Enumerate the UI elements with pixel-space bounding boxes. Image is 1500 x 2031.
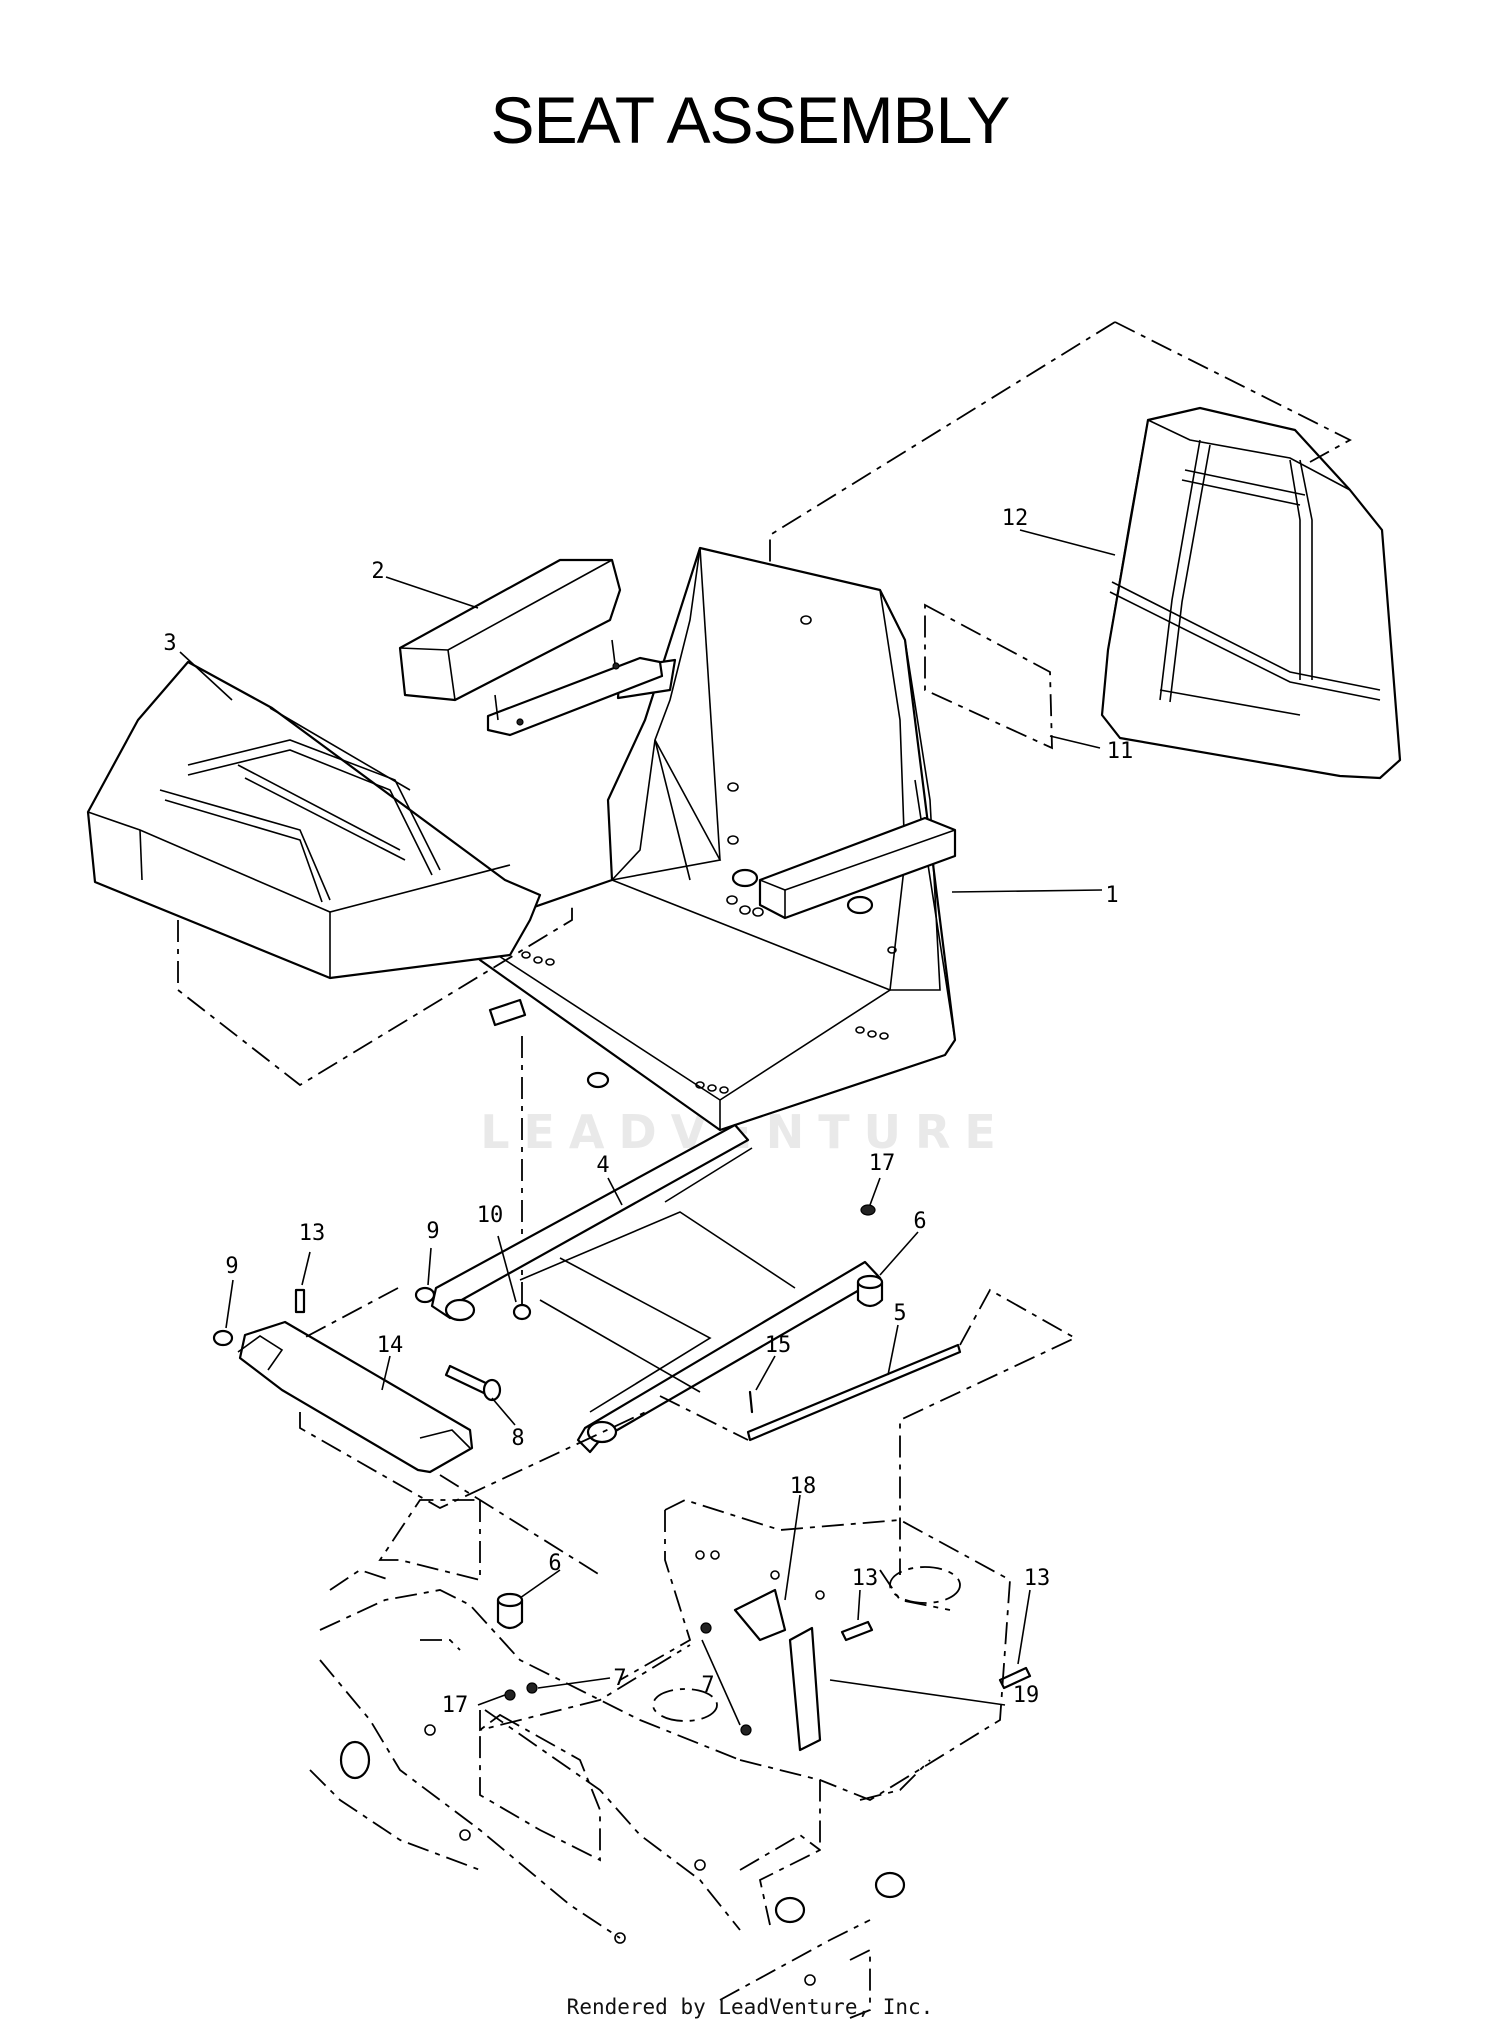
callout-6-upper: 6 — [913, 1209, 926, 1234]
callout-1: 1 — [1105, 883, 1118, 908]
callout-15: 15 — [765, 1333, 792, 1358]
callout-14: 14 — [377, 1333, 404, 1358]
callout-13-right: 13 — [1024, 1566, 1051, 1591]
page-title: SEAT ASSEMBLY — [490, 83, 1011, 157]
callout-18: 18 — [790, 1474, 817, 1499]
callout-6-lower: 6 — [548, 1551, 561, 1576]
mower-chassis-dashed — [309, 1474, 1011, 2019]
callout-17-upper: 17 — [869, 1151, 896, 1176]
callout-19: 19 — [1013, 1683, 1040, 1708]
hardware-fasteners — [212, 1204, 1032, 1736]
guide-lines-upper — [769, 321, 1352, 750]
callout-12: 12 — [1002, 506, 1029, 531]
callout-13-middle: 13 — [852, 1566, 879, 1591]
callout-7-right: 7 — [613, 1666, 626, 1691]
callout-3: 3 — [163, 631, 176, 656]
part-2-armrest-pad — [398, 558, 664, 737]
callout-13-left: 13 — [299, 1221, 326, 1246]
callout-10: 10 — [477, 1203, 504, 1228]
callout-labels: 12 2 3 1 11 4 17 6 5 15 10 9 9 13 14 8 1… — [163, 506, 1133, 1718]
callout-11: 11 — [1107, 739, 1134, 764]
callout-2: 2 — [371, 559, 384, 584]
callout-9-right: 9 — [426, 1219, 439, 1244]
part-18-19-mount-plate — [733, 1588, 822, 1752]
part-3-seat-cushion — [86, 660, 542, 980]
callout-7-left: 7 — [701, 1673, 714, 1698]
leader-lines — [179, 529, 1116, 1726]
callout-8: 8 — [511, 1426, 524, 1451]
footer-credit: Rendered by LeadVenture, Inc. — [566, 1995, 934, 2019]
part-4-slide-rails — [430, 1123, 882, 1454]
callout-4: 4 — [596, 1153, 609, 1178]
part-12-backrest-cushion — [1100, 406, 1402, 780]
callout-9-left: 9 — [225, 1254, 238, 1279]
part-14-pivot-bracket — [237, 1287, 651, 1510]
part-5-adjuster-rod — [659, 1288, 1077, 1575]
callout-17-lower: 17 — [442, 1693, 469, 1718]
guide-lines-cushion — [177, 905, 573, 1310]
callout-5: 5 — [893, 1301, 906, 1326]
